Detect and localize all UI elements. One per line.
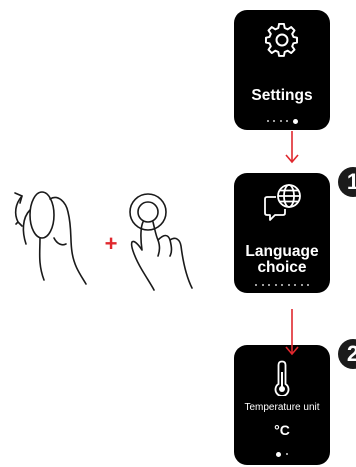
gear-icon — [265, 23, 299, 57]
setting-label: Temperature unit — [234, 402, 330, 413]
language-choice-screen[interactable]: Language choice — [234, 173, 330, 293]
page-dot — [267, 120, 269, 122]
screen-title: Settings — [234, 88, 330, 104]
page-dot — [280, 120, 282, 122]
page-dot — [255, 284, 257, 286]
page-dot — [281, 284, 283, 286]
page-dot — [262, 284, 264, 286]
page-dot — [273, 120, 275, 122]
page-dot — [286, 120, 288, 122]
screen-title-line-2: choice — [234, 260, 330, 276]
page-dot — [288, 284, 290, 286]
page-dot — [275, 284, 277, 286]
step-badge-1: 1 — [338, 167, 356, 197]
page-dots — [234, 450, 330, 458]
press-button-hand-icon — [130, 194, 192, 290]
plus-sign: + — [105, 231, 118, 256]
page-dot — [286, 453, 288, 455]
step-badge-2: 2 — [338, 339, 356, 369]
page-dot-active — [276, 452, 281, 457]
gesture-illustration: + — [0, 0, 230, 467]
page-dots — [234, 282, 330, 288]
settings-screen[interactable]: Settings — [234, 10, 330, 130]
setting-value[interactable]: °C — [234, 422, 330, 438]
page-dot-active — [293, 119, 298, 124]
page-dots — [234, 117, 330, 125]
globe-chat-icon — [263, 183, 303, 223]
page-dot — [307, 284, 309, 286]
thermometer-icon — [272, 360, 292, 396]
temperature-unit-screen[interactable]: Temperature unit °C — [234, 345, 330, 465]
page-dot — [268, 284, 270, 286]
rotate-crown-hand-icon — [15, 192, 86, 284]
screen-title-line-1: Language — [234, 244, 330, 260]
page-dot — [301, 284, 303, 286]
page-dot — [294, 284, 296, 286]
